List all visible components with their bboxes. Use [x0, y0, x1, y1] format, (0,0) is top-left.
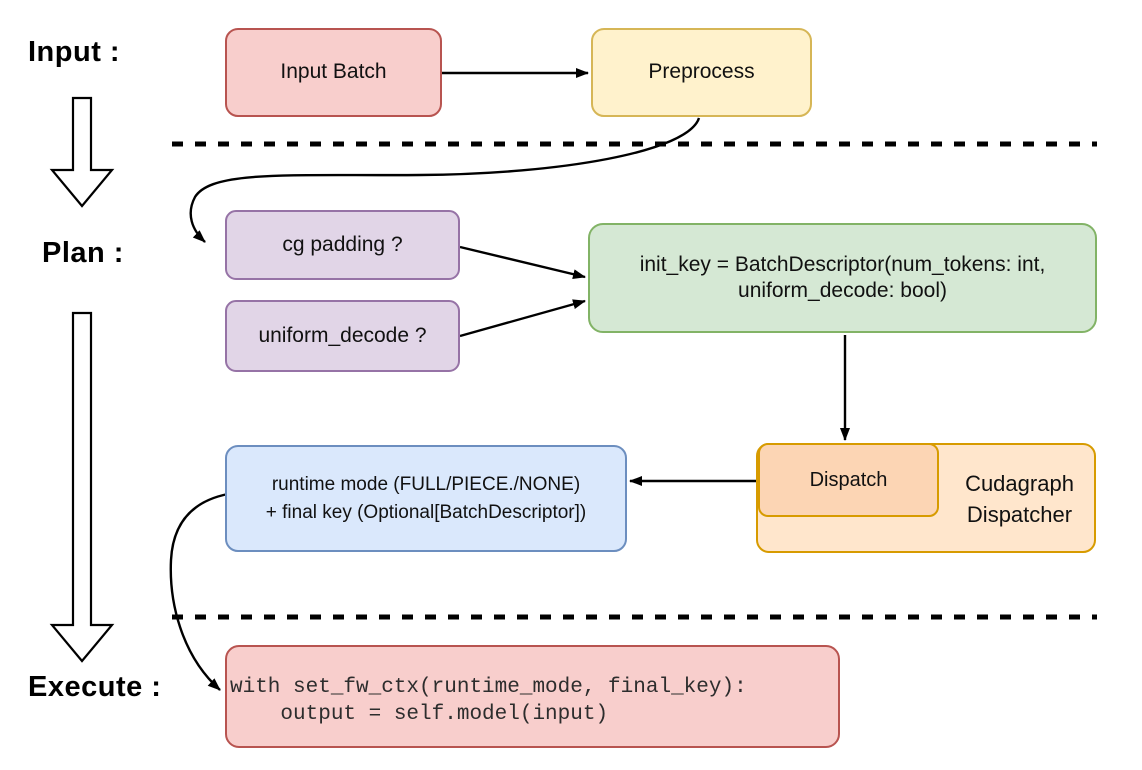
node-runtime-mode-line2: + final key (Optional[BatchDescriptor]) [265, 501, 587, 523]
node-cg-padding: cg padding ? [225, 210, 460, 280]
node-init-key-line1: init_key = BatchDescriptor(num_tokens: i… [639, 252, 1046, 276]
stage-label-plan: Plan : [42, 237, 124, 269]
node-preprocess-label: Preprocess [648, 60, 755, 84]
node-preprocess: Preprocess [591, 28, 812, 117]
node-uniform-decode: uniform_decode ? [225, 300, 460, 372]
node-init-key: init_key = BatchDescriptor(num_tokens: i… [588, 223, 1097, 333]
node-runtime-mode-line1: runtime mode (FULL/PIECE./NONE) [271, 473, 581, 495]
node-runtime-mode: runtime mode (FULL/PIECE./NONE) + final … [225, 445, 627, 552]
stage-label-execute: Execute : [28, 671, 162, 703]
node-cudagraph-line1: Cudagraph [965, 471, 1074, 497]
connector-runtimemode-to-execute [169, 492, 229, 691]
node-init-key-line2: uniform_decode: bool) [738, 279, 947, 302]
execute-code-line2: output = self.model(input) [230, 702, 609, 726]
node-input-batch-label: Input Batch [280, 60, 387, 84]
stage-arrow-plan-to-execute-icon [49, 311, 115, 663]
stage-arrow-input-to-plan-icon [49, 96, 115, 208]
node-cudagraph-dispatcher-label: Cudagraph Dispatcher [941, 445, 1098, 555]
node-dispatch-label: Dispatch [809, 468, 888, 491]
node-uniform-decode-label: uniform_decode ? [258, 323, 427, 347]
node-execute-code: with set_fw_ctx(runtime_mode, final_key)… [225, 645, 840, 748]
node-cudagraph-line2: Dispatcher [966, 502, 1073, 527]
node-cg-padding-label: cg padding ? [282, 232, 403, 256]
node-dispatch: Dispatch [758, 443, 939, 517]
execute-code-line1: with set_fw_ctx(runtime_mode, final_key)… [230, 676, 747, 700]
stage-label-input: Input : [28, 36, 121, 68]
connector-cgpadding-to-initkey [459, 245, 586, 280]
node-input-batch: Input Batch [225, 28, 442, 117]
connector-uniformdecode-to-initkey [459, 299, 586, 338]
connector-preprocess-to-cgpadding [189, 117, 701, 243]
